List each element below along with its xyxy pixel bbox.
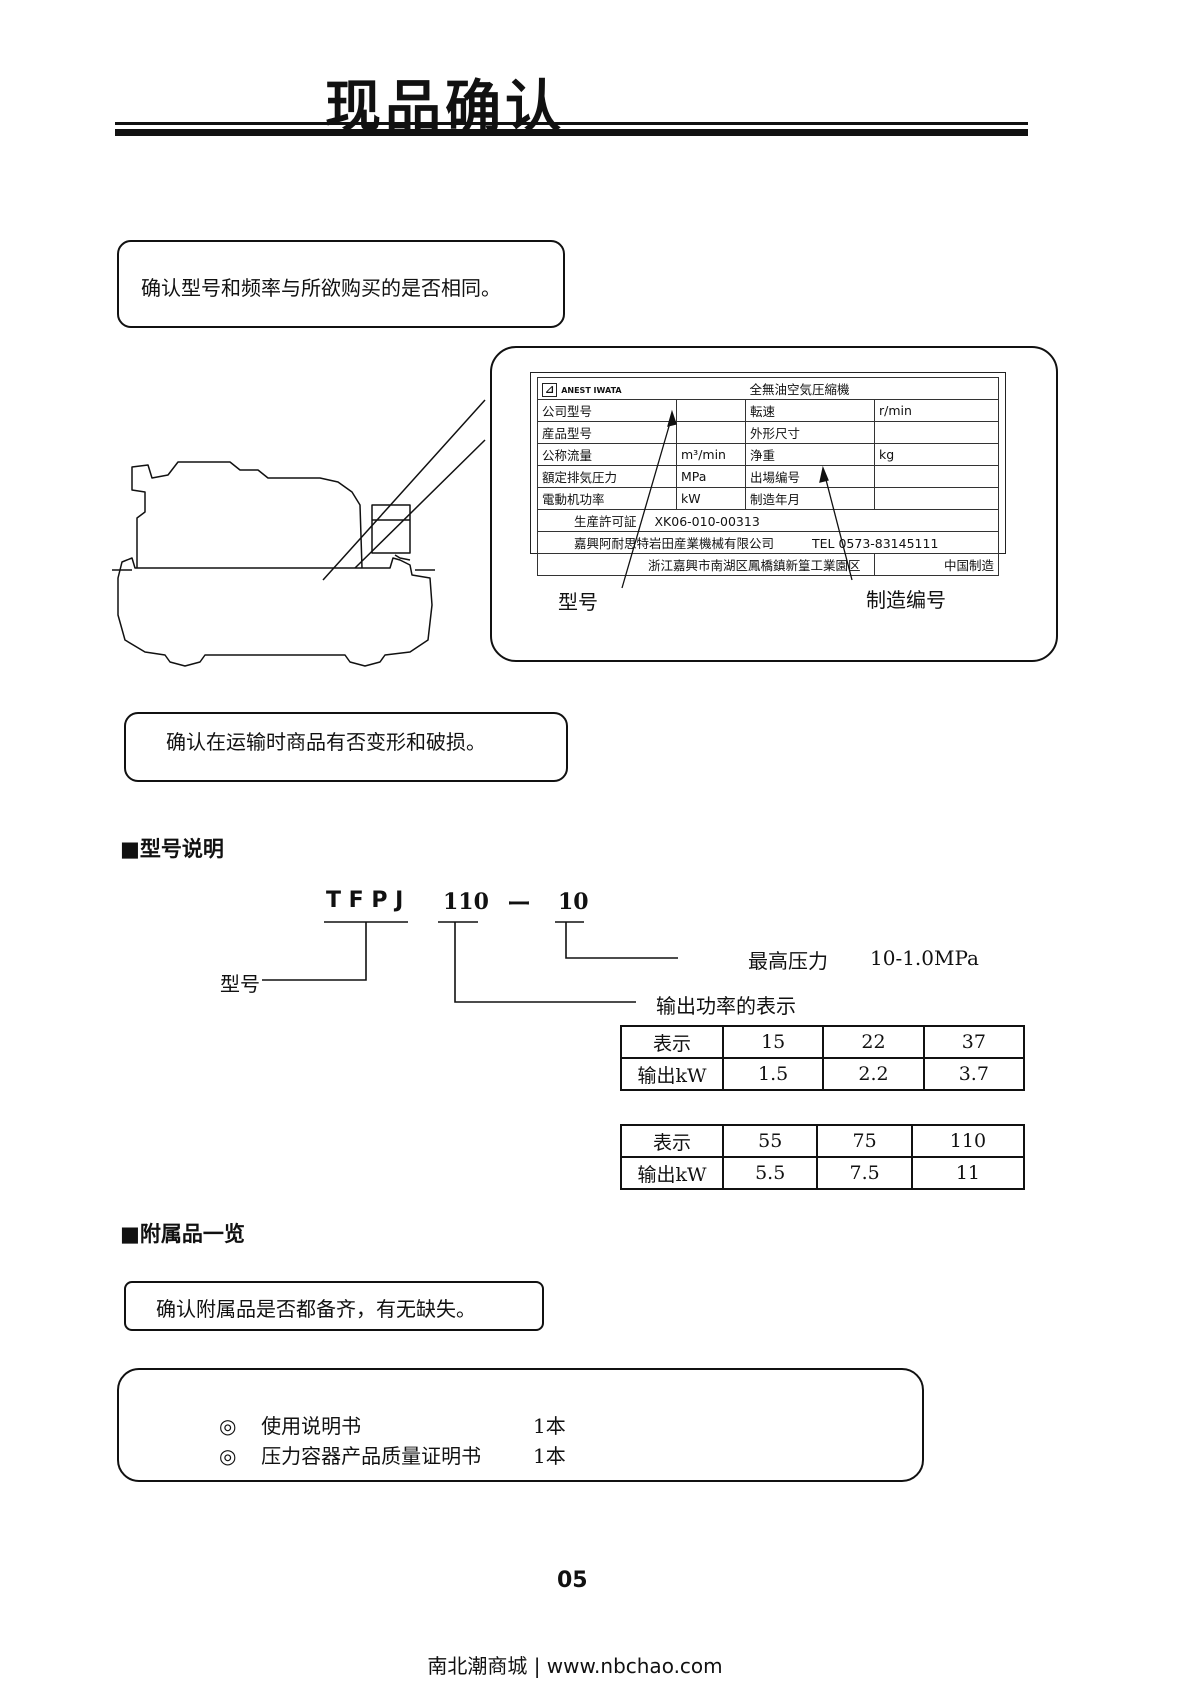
- table-row: 输出kW 5.5 7.5 11: [620, 1156, 1026, 1190]
- nameplate-address: 浙江嘉興市南湖区鳳橋鎮新篁工業園区: [537, 553, 875, 576]
- tank-outline: [117, 557, 433, 667]
- leader-output: [454, 922, 636, 1003]
- anest-iwata-logo-icon: ⊿: [542, 382, 558, 397]
- table-cell: 55: [721, 1124, 819, 1158]
- model-label: 型号: [220, 972, 260, 996]
- arrowhead-model-icon: [667, 409, 677, 427]
- table-cell: 5.5: [721, 1156, 819, 1190]
- nameplate-unit: MPa: [676, 465, 746, 488]
- model-section-heading: ■型号说明: [120, 837, 224, 861]
- model-code-part2: 110: [443, 889, 489, 915]
- output-label: 输出功率的表示: [656, 994, 796, 1018]
- nameplate-row: 公称流量 m³/min 浄重 kg: [537, 443, 999, 466]
- nameplate-table: ⊿ ANEST IWATA 全無油空気圧縮機 公司型号 転速 r/min 産品型…: [537, 377, 999, 576]
- nameplate-row: 産品型号 外形尺寸: [537, 421, 999, 444]
- note-box-accessories: 确认附属品是否都备齐，有无缺失。: [124, 1281, 544, 1331]
- table-cell: 2.2: [822, 1057, 925, 1091]
- leader-model: [262, 922, 367, 981]
- page-number: 05: [557, 1568, 588, 1593]
- note-box-model: 确认型号和频率与所欲购买的是否相同。: [117, 240, 565, 328]
- table-cell: 15: [721, 1025, 825, 1059]
- table-cell: 22: [822, 1025, 925, 1059]
- accessory-qty: 1本: [533, 1444, 566, 1468]
- accessory-qty: 1本: [533, 1414, 566, 1438]
- table-cell: 3.7: [922, 1057, 1026, 1091]
- model-code-part1: T F P J: [326, 888, 404, 913]
- nameplate-brand: ANEST IWATA: [561, 385, 622, 395]
- table-cell: 1.5: [721, 1057, 825, 1091]
- model-code-part3: 10: [558, 889, 589, 915]
- nameplate: ⊿ ANEST IWATA 全無油空気圧縮機 公司型号 転速 r/min 産品型…: [530, 372, 1006, 576]
- callout-line-lower: [354, 439, 486, 569]
- table-cell: 37: [922, 1025, 1026, 1059]
- arrowhead-serial-icon: [819, 465, 829, 483]
- note-box-damage: 确认在运输时商品有否变形和破损。: [124, 712, 568, 782]
- nameplate-callout: ⊿ ANEST IWATA 全無油空気圧縮機 公司型号 転速 r/min 産品型…: [490, 346, 1058, 662]
- nameplate-made-in: 中国制造: [874, 553, 999, 576]
- nameplate-arrows: [621, 409, 853, 589]
- note-damage-text: 确认在运输时商品有否变形和破损。: [166, 730, 486, 754]
- table-cell: 75: [816, 1124, 913, 1158]
- table-row: 表示 15 22 37: [620, 1025, 1026, 1059]
- nameplate-address-row: 浙江嘉興市南湖区鳳橋鎮新篁工業園区 中国制造: [537, 553, 999, 576]
- model-code-dash: ー: [507, 890, 531, 918]
- table-cell: 表示: [620, 1124, 724, 1158]
- callout-serial-label: 制造编号: [866, 588, 946, 612]
- nameplate-label: 電動机功率: [537, 487, 677, 510]
- title-rule-thick: [115, 129, 1028, 136]
- leader-pressure: [565, 922, 678, 959]
- nameplate-unit: m³/min: [676, 443, 746, 466]
- nameplate-product-text: 全無油空気圧縮機: [749, 382, 850, 397]
- accessory-name: 压力容器产品质量证明书: [261, 1444, 482, 1468]
- table-cell: 110: [910, 1124, 1026, 1158]
- double-circle-icon: ◎: [219, 1414, 237, 1438]
- nameplate-license-no: XK06-010-00313: [654, 514, 760, 529]
- list-item: ◎ 压力容器产品质量证明书: [219, 1440, 481, 1469]
- double-circle-icon: ◎: [219, 1444, 237, 1468]
- callout-model-label: 型号: [558, 590, 598, 614]
- nameplate-label: 浄重: [745, 443, 875, 466]
- nameplate-row: 電動机功率 kW 制造年月: [537, 487, 999, 510]
- accessories-heading: ■附属品一览: [120, 1222, 245, 1246]
- model-code-leaders: [262, 921, 678, 1003]
- accessories-list-box: ◎ 使用说明书 1本 ◎ 压力容器产品质量证明书 1本: [117, 1368, 924, 1482]
- max-pressure-label: 最高压力: [748, 949, 828, 973]
- max-pressure-value: 10-1.0MPa: [870, 946, 979, 970]
- title-rule-thin: [115, 122, 1028, 125]
- table-cell: 输出kW: [620, 1156, 724, 1190]
- engine-outline: [131, 461, 363, 569]
- output-table-2: 表示 55 75 110 输出kW 5.5 7.5 11: [620, 1124, 1026, 1190]
- site-footer: 南北潮商城 | www.nbchao.com: [427, 1654, 723, 1678]
- nameplate-label: 額定排気圧力: [537, 465, 677, 488]
- table-cell: 输出kW: [620, 1057, 724, 1091]
- arrow-to-model: [621, 415, 673, 589]
- table-row: 输出kW 1.5 2.2 3.7: [620, 1057, 1026, 1091]
- output-table-1: 表示 15 22 37 输出kW 1.5 2.2 3.7: [620, 1025, 1026, 1091]
- note-model-text: 确认型号和频率与所欲购买的是否相同。: [141, 276, 501, 300]
- table-row: 表示 55 75 110: [620, 1124, 1026, 1158]
- nameplate-label: 公司型号: [537, 399, 677, 422]
- nameplate-label: 産品型号: [537, 421, 677, 444]
- table-cell: 7.5: [816, 1156, 913, 1190]
- nameplate-license-label: 生産許可証: [574, 514, 637, 529]
- table-cell: 11: [910, 1156, 1026, 1190]
- callout-line-upper: [322, 399, 486, 581]
- accessory-name: 使用说明书: [261, 1414, 362, 1438]
- list-item: ◎ 使用说明书: [219, 1410, 361, 1439]
- table-cell: 表示: [620, 1025, 724, 1059]
- compressor-drawing: [112, 399, 486, 667]
- arrow-to-serial: [823, 471, 853, 581]
- nameplate-company: 嘉興阿耐思特岩田産業機械有限公司: [574, 536, 775, 551]
- note-accessories-text: 确认附属品是否都备齐，有无缺失。: [156, 1297, 476, 1321]
